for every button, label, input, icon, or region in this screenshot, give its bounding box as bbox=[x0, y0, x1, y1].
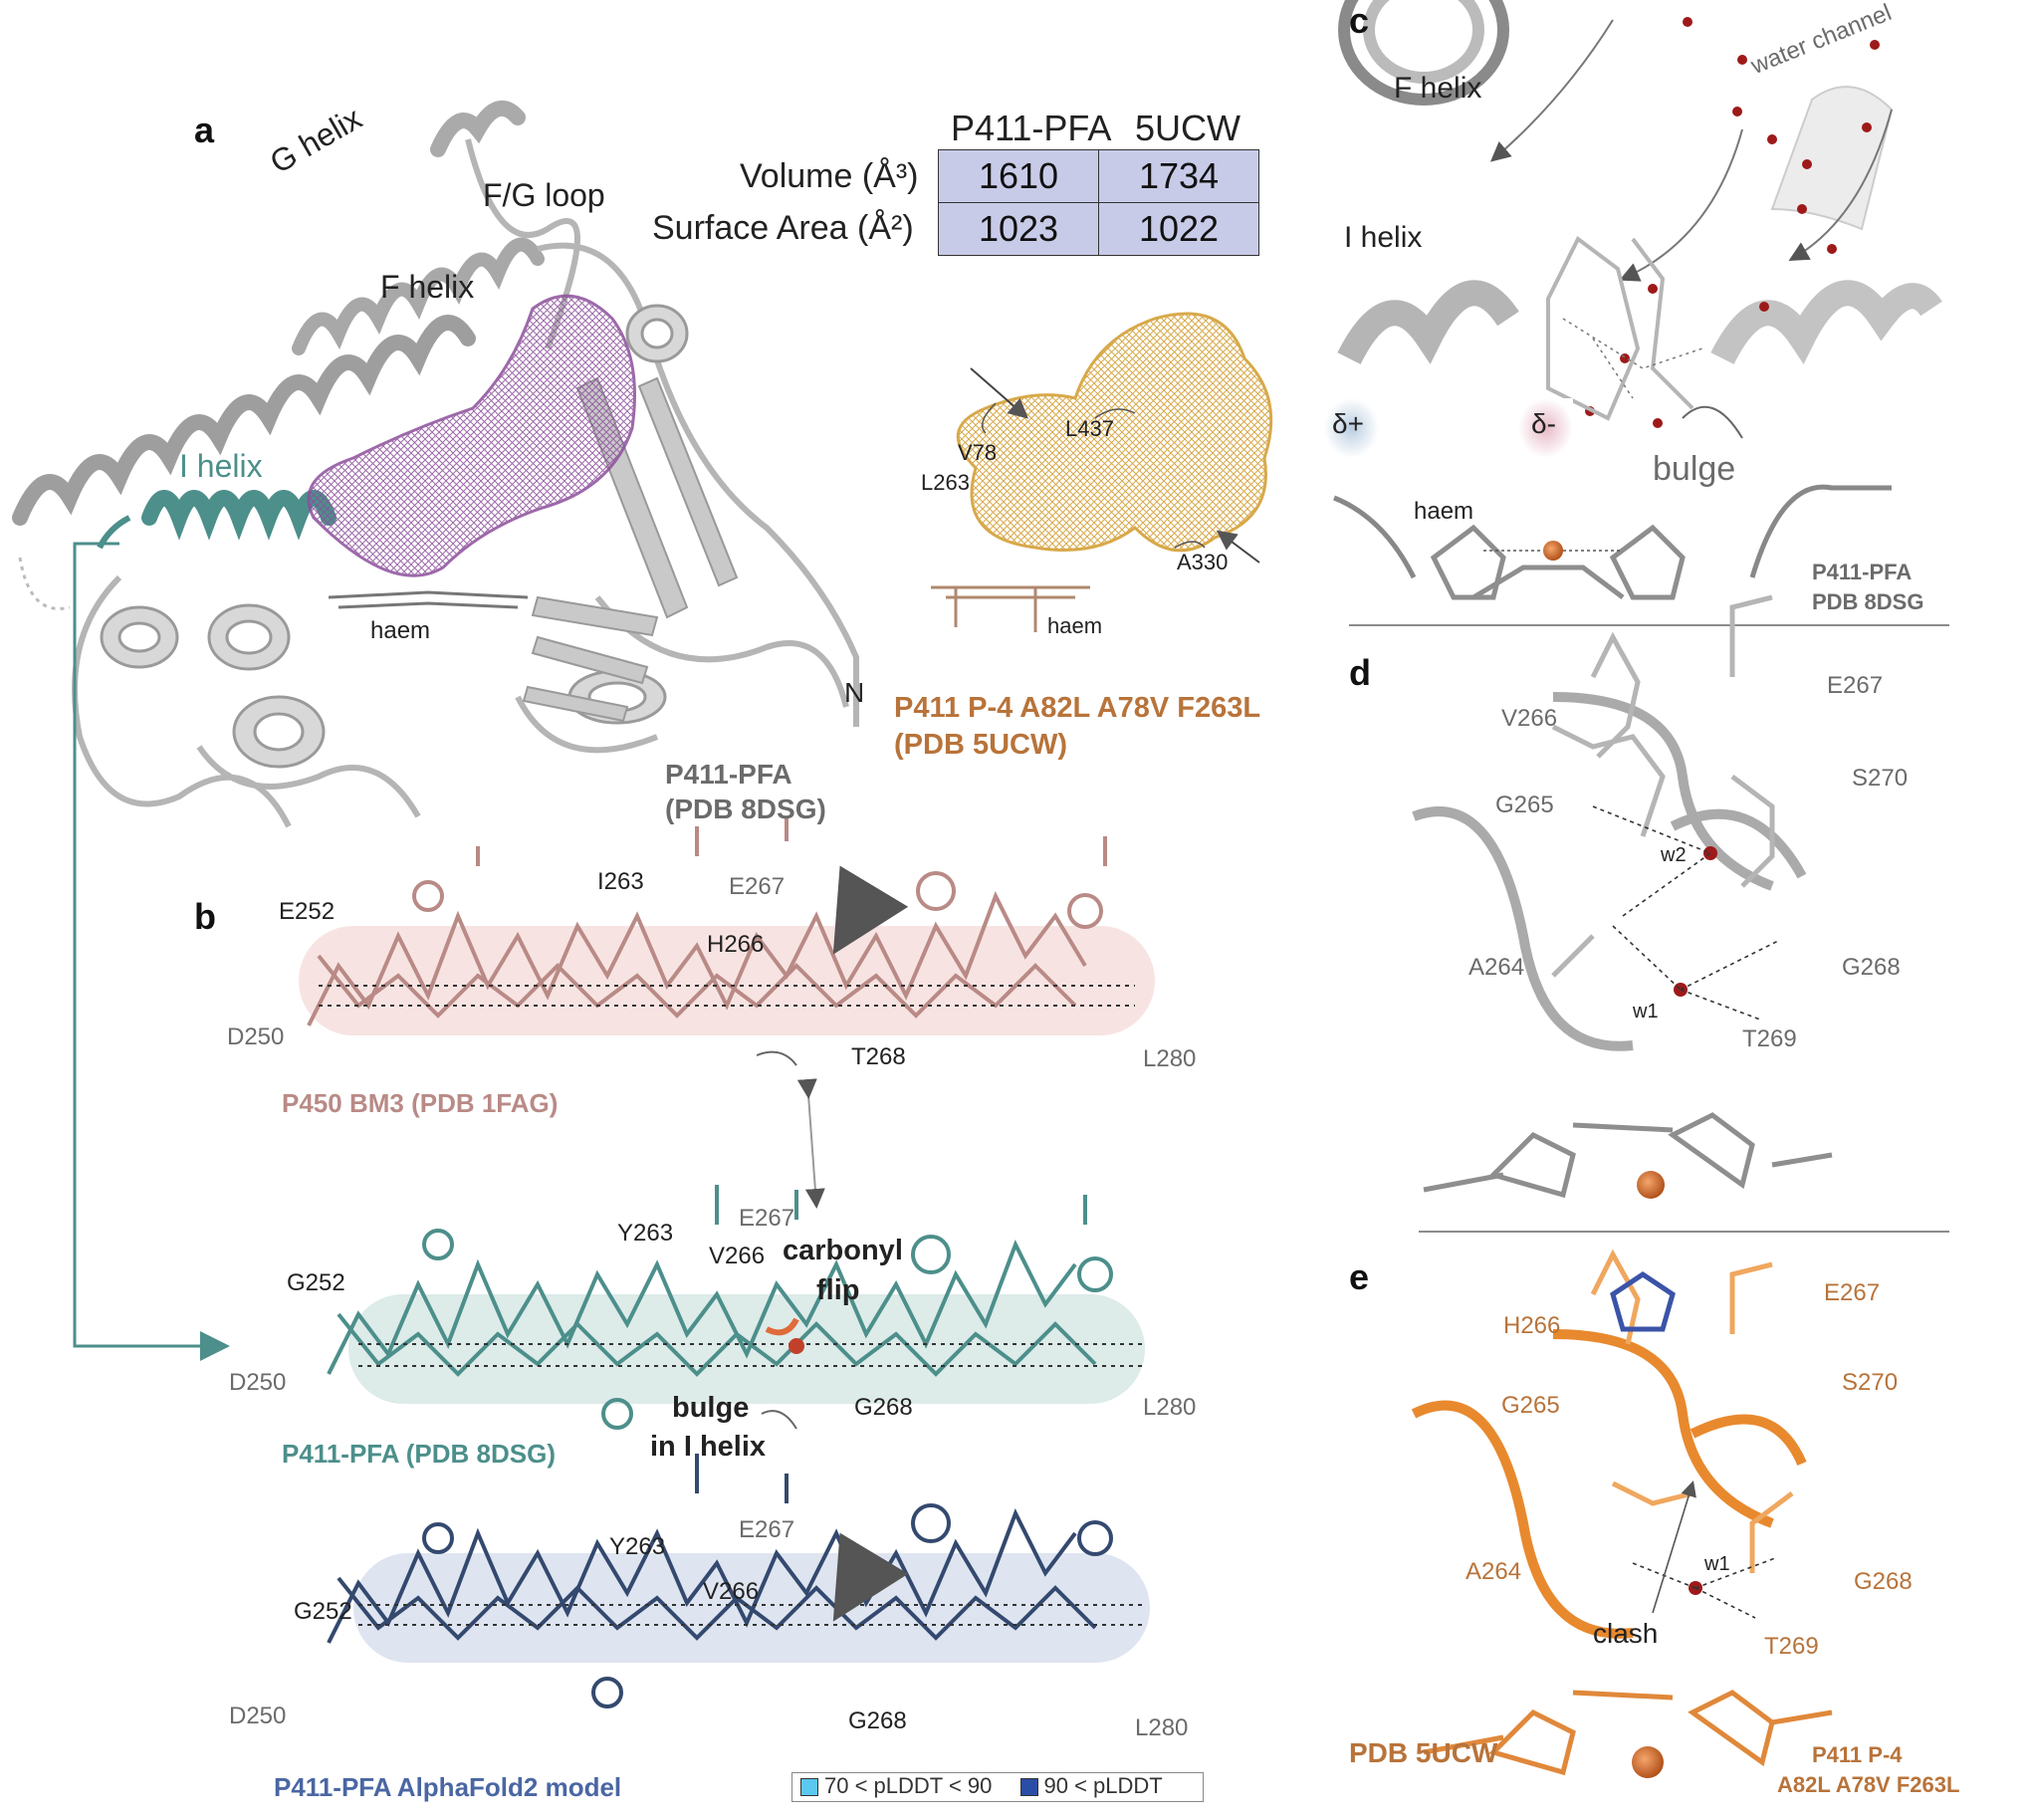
disordered-loop bbox=[20, 558, 70, 608]
af-y263: Y263 bbox=[609, 1533, 665, 1561]
legend-swatch-mid bbox=[800, 1778, 818, 1796]
pocket-5ucw bbox=[931, 314, 1271, 632]
af-v266: V266 bbox=[703, 1578, 759, 1606]
e-e267: E267 bbox=[1824, 1279, 1880, 1307]
e-w1: w1 bbox=[1704, 1553, 1730, 1576]
bm3-i263: I263 bbox=[597, 868, 644, 896]
i-helix-ribbon bbox=[149, 498, 329, 518]
n-terminus-label: N bbox=[844, 677, 864, 709]
legend-swatch-high bbox=[1020, 1778, 1038, 1796]
pocket-mesh-gold bbox=[958, 314, 1270, 551]
e-label-2: A82L A78V F263L bbox=[1777, 1772, 1959, 1798]
bm3-d250: D250 bbox=[227, 1024, 284, 1051]
e-label-1: P411 P-4 bbox=[1812, 1742, 1903, 1768]
bm3-h266: H266 bbox=[707, 931, 764, 959]
volume-pfa: 1610 bbox=[939, 150, 1099, 203]
table-col2-header: 5UCW bbox=[1135, 108, 1241, 149]
e-clash: clash bbox=[1593, 1618, 1658, 1650]
table-col1-header: P411-PFA bbox=[951, 108, 1111, 149]
d-w2: w2 bbox=[1661, 844, 1687, 867]
e-g265: G265 bbox=[1501, 1392, 1560, 1420]
d-g268: G268 bbox=[1842, 954, 1901, 982]
l437-label: L437 bbox=[1065, 416, 1114, 442]
bulge-label-1: bulge bbox=[672, 1392, 749, 1425]
c-bulge: bulge bbox=[1653, 450, 1735, 489]
delta-minus: δ- bbox=[1531, 408, 1556, 440]
fg-loop-label: F/G loop bbox=[483, 177, 605, 214]
ucw-label-2: (PDB 5UCW) bbox=[894, 729, 1067, 762]
af-d250: D250 bbox=[229, 1703, 286, 1730]
legend-item-high: 90 < pLDDT bbox=[1044, 1773, 1163, 1798]
panel-e-letter: e bbox=[1349, 1256, 1369, 1298]
af-g268: G268 bbox=[848, 1707, 907, 1735]
e-h266: H266 bbox=[1503, 1312, 1560, 1340]
c-i-helix: I helix bbox=[1344, 221, 1422, 255]
surface-row-label: Surface Area (Å²) bbox=[652, 209, 914, 248]
pfa-l280: L280 bbox=[1143, 1394, 1196, 1422]
pfa-e267: E267 bbox=[739, 1205, 794, 1233]
delta-plus: δ+ bbox=[1332, 408, 1364, 440]
bm3-e252: E252 bbox=[279, 898, 335, 926]
c-label-1: P411-PFA bbox=[1812, 560, 1912, 585]
e-s270: S270 bbox=[1842, 1369, 1898, 1397]
pfa-g268: G268 bbox=[854, 1394, 913, 1422]
v78-label: V78 bbox=[958, 440, 997, 466]
surface-pfa: 1023 bbox=[939, 203, 1099, 256]
pfa-title: P411-PFA (PDB 8DSG) bbox=[282, 1439, 556, 1470]
pfa-v266: V266 bbox=[709, 1243, 765, 1270]
d-e267: E267 bbox=[1827, 672, 1883, 700]
e-g268: G268 bbox=[1854, 1568, 1913, 1596]
pfa-y263: Y263 bbox=[617, 1220, 673, 1248]
plddt-legend: 70 < pLDDT < 90 90 < pLDDT bbox=[791, 1772, 1204, 1802]
e-pdb-label: PDB 5UCW bbox=[1349, 1737, 1497, 1769]
haem-label-5ucw: haem bbox=[1047, 613, 1102, 639]
bm3-t268: T268 bbox=[851, 1043, 906, 1071]
i-helix-label: I helix bbox=[179, 448, 263, 485]
d-w1: w1 bbox=[1633, 1001, 1659, 1024]
legend-item-mid: 70 < pLDDT < 90 bbox=[824, 1773, 992, 1798]
carbonyl-label-2: flip bbox=[816, 1274, 860, 1307]
d-s270: S270 bbox=[1852, 765, 1908, 793]
carbonyl-label-1: carbonyl bbox=[783, 1235, 903, 1267]
af-title: P411-PFA AlphaFold2 model bbox=[274, 1772, 621, 1803]
e-a264: A264 bbox=[1466, 1558, 1521, 1586]
d-g265: G265 bbox=[1495, 792, 1554, 819]
panel-b-letter: b bbox=[194, 896, 216, 938]
bm3-e267: E267 bbox=[729, 873, 785, 901]
d-v266: V266 bbox=[1501, 705, 1557, 733]
d-t269: T269 bbox=[1742, 1025, 1797, 1053]
pfa-g252: G252 bbox=[287, 1269, 345, 1297]
compare-arrow bbox=[808, 1095, 816, 1205]
f-helix-label: F helix bbox=[380, 269, 474, 306]
ucw-label-1: P411 P-4 A82L A78V F263L bbox=[894, 692, 1260, 725]
e-t269: T269 bbox=[1764, 1633, 1819, 1661]
bm3-title: P450 BM3 (PDB 1FAG) bbox=[282, 1088, 558, 1119]
af-e267: E267 bbox=[739, 1516, 794, 1544]
panel-a-letter: a bbox=[194, 110, 214, 151]
c-label-2: PDB 8DSG bbox=[1812, 589, 1923, 615]
pfa-d250: D250 bbox=[229, 1369, 286, 1397]
l263-label: L263 bbox=[921, 470, 970, 496]
panel-c-letter: c bbox=[1349, 0, 1369, 42]
af-g252: G252 bbox=[294, 1598, 352, 1626]
c-f-helix: F helix bbox=[1394, 72, 1481, 106]
panel-d-letter: d bbox=[1349, 652, 1371, 694]
pfa-structure-label-1: P411-PFA bbox=[665, 759, 792, 791]
panel-e-art bbox=[1414, 1254, 1832, 1778]
volume-row-label: Volume (Å³) bbox=[740, 157, 919, 196]
bm3-l280: L280 bbox=[1143, 1045, 1196, 1073]
a330-label: A330 bbox=[1177, 550, 1228, 575]
c-haem: haem bbox=[1414, 498, 1473, 526]
volume-5ucw: 1734 bbox=[1099, 150, 1259, 203]
af-l280: L280 bbox=[1135, 1714, 1188, 1742]
surface-5ucw: 1022 bbox=[1099, 203, 1259, 256]
haem-sticks-a bbox=[329, 592, 528, 607]
pfa-structure-label-2: (PDB 8DSG) bbox=[665, 794, 826, 825]
haem-label-a: haem bbox=[370, 617, 430, 645]
d-a264: A264 bbox=[1468, 954, 1524, 982]
bulge-label-2: in I helix bbox=[650, 1431, 766, 1464]
